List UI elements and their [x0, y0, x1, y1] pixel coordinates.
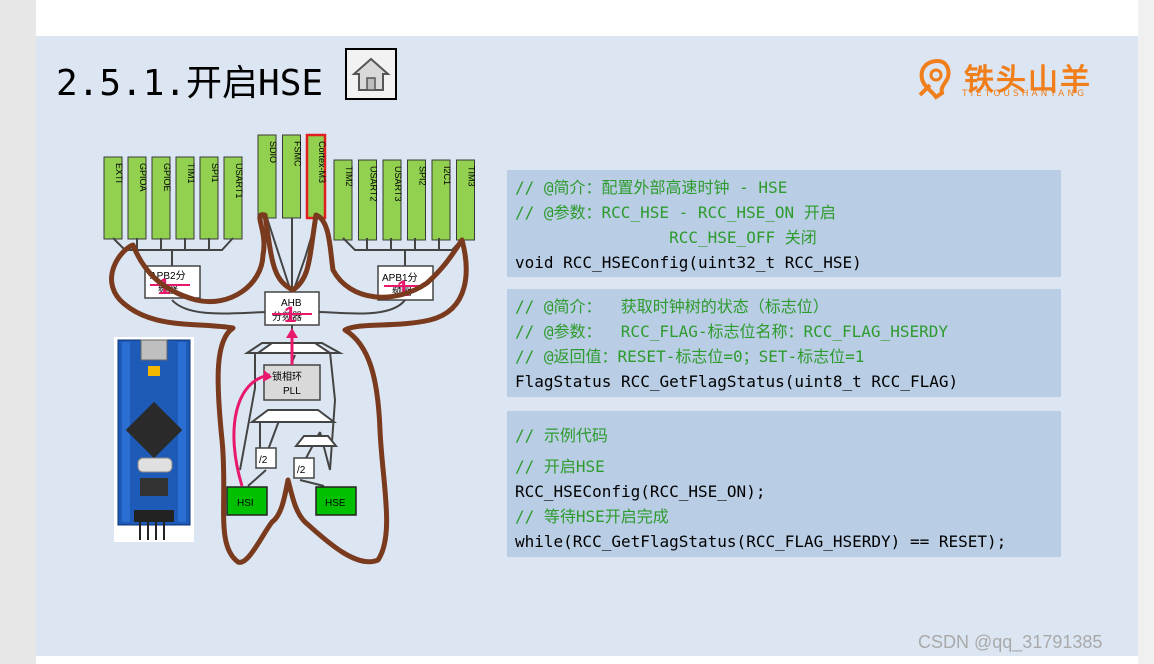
scroll-gutter[interactable] — [1138, 0, 1154, 664]
code-block-example: // 示例代码 // 开启HSE RCC_HSEConfig(RCC_HSE_ON)… — [507, 411, 1061, 557]
code-block-hse-config: // @简介：配置外部高速时钟 - HSE // @参数：RCC_HSE - RC… — [507, 170, 1061, 277]
code-line: RCC_HSEConfig(RCC_HSE_ON); — [515, 482, 766, 501]
ram-head-icon — [918, 58, 951, 100]
code-line: void RCC_HSEConfig(uint32_t RCC_HSE) — [515, 253, 862, 272]
window-top-strip — [36, 0, 1138, 36]
code-line: // 开启HSE — [515, 457, 605, 476]
page-title: 2.5.1.开启HSE — [56, 63, 324, 104]
code-line: // 等待HSE开启完成 — [515, 507, 669, 526]
home-button[interactable] — [345, 48, 397, 100]
logo-text: 铁头山羊 — [964, 63, 1092, 98]
window-bottom-strip — [36, 656, 1138, 664]
code-line: RCC_HSE_OFF 关闭 — [515, 228, 817, 247]
logo-subtitle: TIETOUSHANYANG — [962, 89, 1088, 99]
code-line: while(RCC_GetFlagStatus(RCC_FLAG_HSERDY)… — [515, 532, 1007, 551]
home-icon — [351, 57, 391, 91]
code-line: // @简介： 获取时钟树的状态（标志位） — [515, 297, 829, 316]
code-line: // @返回值：RESET-标志位=0；SET-标志位=1 — [515, 347, 865, 366]
code-line: // 示例代码 — [515, 426, 608, 445]
brand-logo: 铁头山羊 TIETOUSHANYANG — [914, 55, 1114, 105]
code-line: // @参数：RCC_HSE - RCC_HSE_ON 开启 — [515, 203, 836, 222]
code-block-get-flag-status: // @简介： 获取时钟树的状态（标志位） // @参数： RCC_FLAG-标志… — [507, 289, 1061, 397]
code-line: // @简介：配置外部高速时钟 - HSE — [515, 178, 788, 197]
code-line: FlagStatus RCC_GetFlagStatus(uint8_t RCC… — [515, 372, 959, 391]
watermark: CSDN @qq_31791385 — [918, 632, 1103, 652]
code-line: // @参数： RCC_FLAG-标志位名称：RCC_FLAG_HSERDY — [515, 322, 948, 341]
